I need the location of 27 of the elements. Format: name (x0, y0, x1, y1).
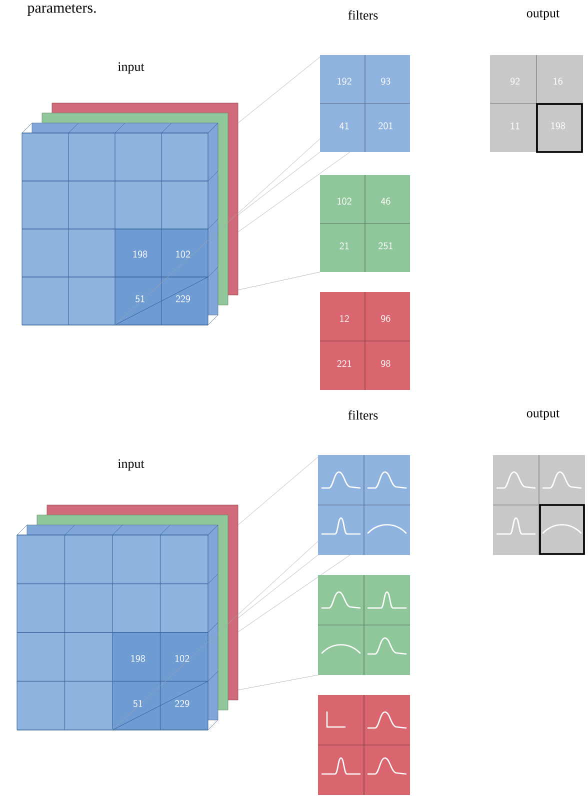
cell-value: 198 (134, 250, 148, 258)
cell-value: 229 (176, 295, 190, 302)
panel-title: input (118, 459, 144, 471)
heading-text: parameters. (27, 4, 96, 16)
panel-title: input (118, 62, 144, 74)
cell-value: 192 (338, 78, 352, 85)
cell-value: 251 (378, 242, 392, 250)
cell-value: 51 (133, 700, 142, 707)
cell-value: 12 (340, 315, 349, 322)
cell-value: 201 (378, 122, 392, 130)
cell-value: 96 (381, 314, 390, 322)
cell-value: 41 (340, 122, 349, 130)
cell-value: 46 (380, 198, 390, 205)
cell-value: 102 (176, 250, 190, 258)
panel-title: filters (348, 410, 378, 420)
cell-value: 102 (338, 198, 352, 205)
cell-value: 198 (131, 654, 145, 662)
cell-value: 51 (136, 295, 144, 302)
cell-value: 98 (381, 360, 390, 367)
panel-title: output (526, 10, 560, 20)
cell-value: 93 (381, 78, 390, 85)
panel-title: filters (348, 10, 378, 20)
cell-value: 21 (340, 242, 349, 250)
cell-value: 102 (176, 654, 190, 662)
cell-value: 221 (337, 360, 352, 367)
cell-value: 229 (175, 700, 190, 707)
panel-title: output (526, 410, 560, 420)
